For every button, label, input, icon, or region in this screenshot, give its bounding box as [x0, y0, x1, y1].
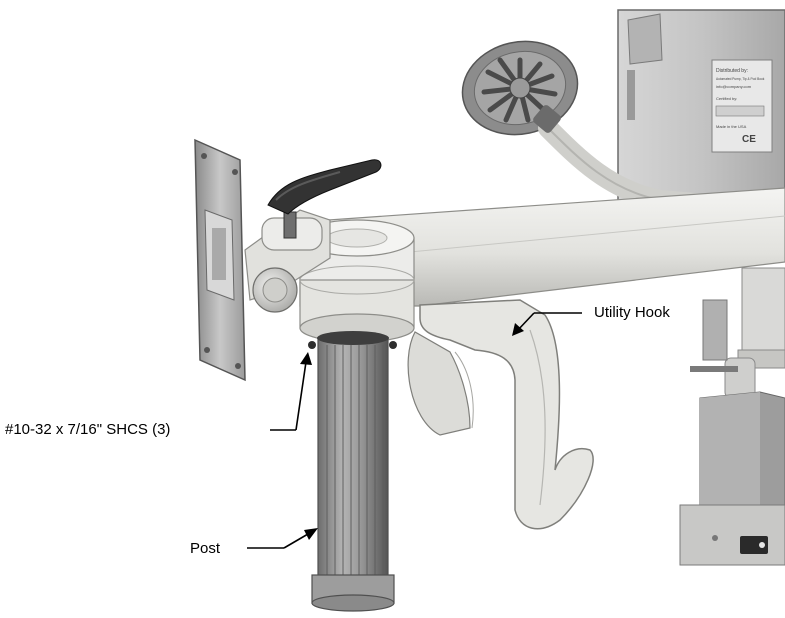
callout-label-utility-hook: Utility Hook [594, 304, 670, 321]
callout-screws: #10-32 x 7/16" SHCS (3) [5, 352, 312, 438]
equipment-cabinet: Distributed by: Automated Pump, Tip & Po… [617, 9, 785, 216]
label-plate-line: Automated Pump, Tip & Pod Book [716, 77, 765, 81]
mounting-plate [194, 138, 246, 382]
label-plate-line: Distributed by: [716, 68, 748, 74]
callout-label-screws: #10-32 x 7/16" SHCS (3) [5, 421, 170, 438]
label-plate-line: Certified by: [716, 96, 737, 101]
lower-column [679, 267, 785, 566]
ce-mark: CE [742, 134, 756, 145]
tilt-bracket [244, 209, 331, 313]
arrowhead [304, 528, 318, 540]
lock-lever [267, 159, 382, 239]
callout-utility-hook: Utility Hook [512, 304, 670, 336]
callout-post: Post [190, 528, 318, 557]
arrowhead [300, 352, 312, 365]
label-plate: Distributed by: Automated Pump, Tip & Po… [711, 59, 773, 153]
label-plate-line: Made in the USA [716, 124, 747, 129]
utility-hook [407, 299, 594, 530]
label-plate-line: info@company.com [716, 84, 752, 89]
arrowhead [512, 323, 524, 336]
post [308, 331, 397, 612]
fan-hub [461, 40, 579, 136]
callout-label-post: Post [190, 540, 221, 557]
